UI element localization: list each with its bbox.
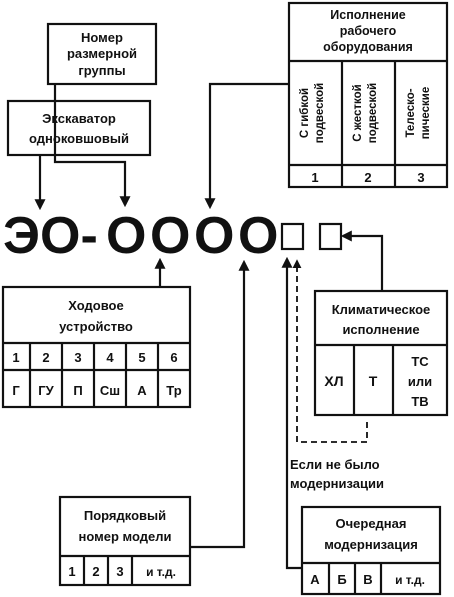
equipment-num-2: 2 [364, 170, 371, 185]
equipment-col3-line-1: Телеско- [405, 88, 417, 137]
arrow-modernization [281, 256, 302, 570]
size-group-box: Номер размерной группы [46, 22, 158, 86]
equipment-col3-line-2: пические [420, 87, 432, 140]
undercarriage-code-3: П [73, 383, 82, 398]
designation-box-2 [318, 222, 343, 251]
equipment-col2-line-2: подвеской [367, 83, 379, 143]
climate-col-3-line-2: или [408, 374, 432, 389]
arrow-no-modernization [292, 259, 368, 443]
designation-code: ЭО- О О О О [3, 207, 343, 265]
model-number-cell-4: и т.д. [146, 565, 176, 579]
equipment-num-3: 3 [417, 170, 424, 185]
model-number-cell-3: 3 [116, 564, 123, 579]
equipment-num-1: 1 [311, 170, 318, 185]
arrow-size-group [53, 84, 131, 208]
climate-table: Климатическое исполнение ХЛ Т ТС или ТВ [313, 289, 449, 417]
no-modernization-note: Если не было модернизации [290, 457, 384, 491]
undercarriage-table: Ходовое устройство 1 2 3 4 5 6 Г ГУ П Сш… [1, 285, 192, 409]
undercarriage-code-2: ГУ [38, 383, 54, 398]
designation-box-1 [280, 222, 305, 251]
climate-title-2: исполнение [342, 322, 419, 337]
undercarriage-title-1: Ходовое [68, 298, 123, 313]
designation-digit-2: О [150, 207, 190, 265]
climate-title-1: Климатическое [332, 302, 431, 317]
no-modernization-line-1: Если не было [290, 457, 380, 472]
excavator-box: Экскаватор одноковшовый [6, 99, 152, 157]
undercarriage-num-6: 6 [170, 350, 177, 365]
model-number-cell-1: 1 [68, 564, 75, 579]
modernization-cell-4: и т.д. [395, 573, 425, 587]
size-group-line-1: Номер [81, 30, 123, 45]
climate-col-2: Т [369, 373, 378, 389]
arrow-equipment [204, 82, 289, 210]
size-group-line-2: размерной [67, 46, 137, 61]
undercarriage-num-2: 2 [42, 350, 49, 365]
modernization-table: Очередная модернизация А Б В и т.д. [300, 505, 442, 596]
undercarriage-code-4: Сш [100, 383, 120, 398]
model-number-table: Порядковый номер модели 1 2 3 и т.д. [58, 495, 192, 587]
designation-digit-4: О [238, 207, 278, 265]
climate-col-3-line-3: ТВ [411, 394, 428, 409]
undercarriage-code-1: Г [12, 383, 20, 398]
modernization-cell-3: В [363, 572, 372, 587]
undercarriage-code-6: Тр [166, 383, 181, 398]
undercarriage-num-5: 5 [138, 350, 145, 365]
modernization-cell-1: А [310, 572, 320, 587]
arrow-model-number [190, 259, 250, 549]
size-group-line-3: группы [78, 63, 125, 78]
equipment-table: Исполнение рабочего оборудования С гибко… [287, 1, 449, 189]
designation-digit-1: О [106, 207, 146, 265]
equipment-col1-line-2: подвеской [314, 83, 326, 143]
equipment-title-3: оборудования [323, 40, 413, 54]
modernization-title-2: модернизация [324, 537, 418, 552]
undercarriage-num-3: 3 [74, 350, 81, 365]
equipment-col2-line-1: С жесткой [352, 84, 364, 141]
equipment-title-1: Исполнение [330, 8, 405, 22]
model-number-title-1: Порядковый [84, 508, 166, 523]
designation-prefix: ЭО- [3, 207, 98, 265]
excavator-line-2: одноковшовый [29, 131, 129, 146]
equipment-col1-line-1: С гибкой [299, 88, 311, 138]
undercarriage-num-4: 4 [106, 350, 114, 365]
undercarriage-num-1: 1 [12, 350, 19, 365]
connector-lines [34, 82, 384, 570]
arrow-climate [340, 230, 384, 291]
designation-digit-3: О [194, 207, 234, 265]
climate-col-3-line-1: ТС [411, 354, 429, 369]
undercarriage-title-2: устройство [59, 319, 133, 334]
undercarriage-code-5: А [137, 383, 147, 398]
equipment-title-2: рабочего [340, 24, 397, 38]
model-number-cell-2: 2 [92, 564, 99, 579]
climate-col-1: ХЛ [324, 373, 343, 389]
no-modernization-line-2: модернизации [290, 476, 384, 491]
modernization-title-1: Очередная [336, 516, 407, 531]
excavator-line-1: Экскаватор [42, 111, 116, 126]
modernization-cell-2: Б [337, 572, 346, 587]
model-number-title-2: номер модели [79, 529, 172, 544]
